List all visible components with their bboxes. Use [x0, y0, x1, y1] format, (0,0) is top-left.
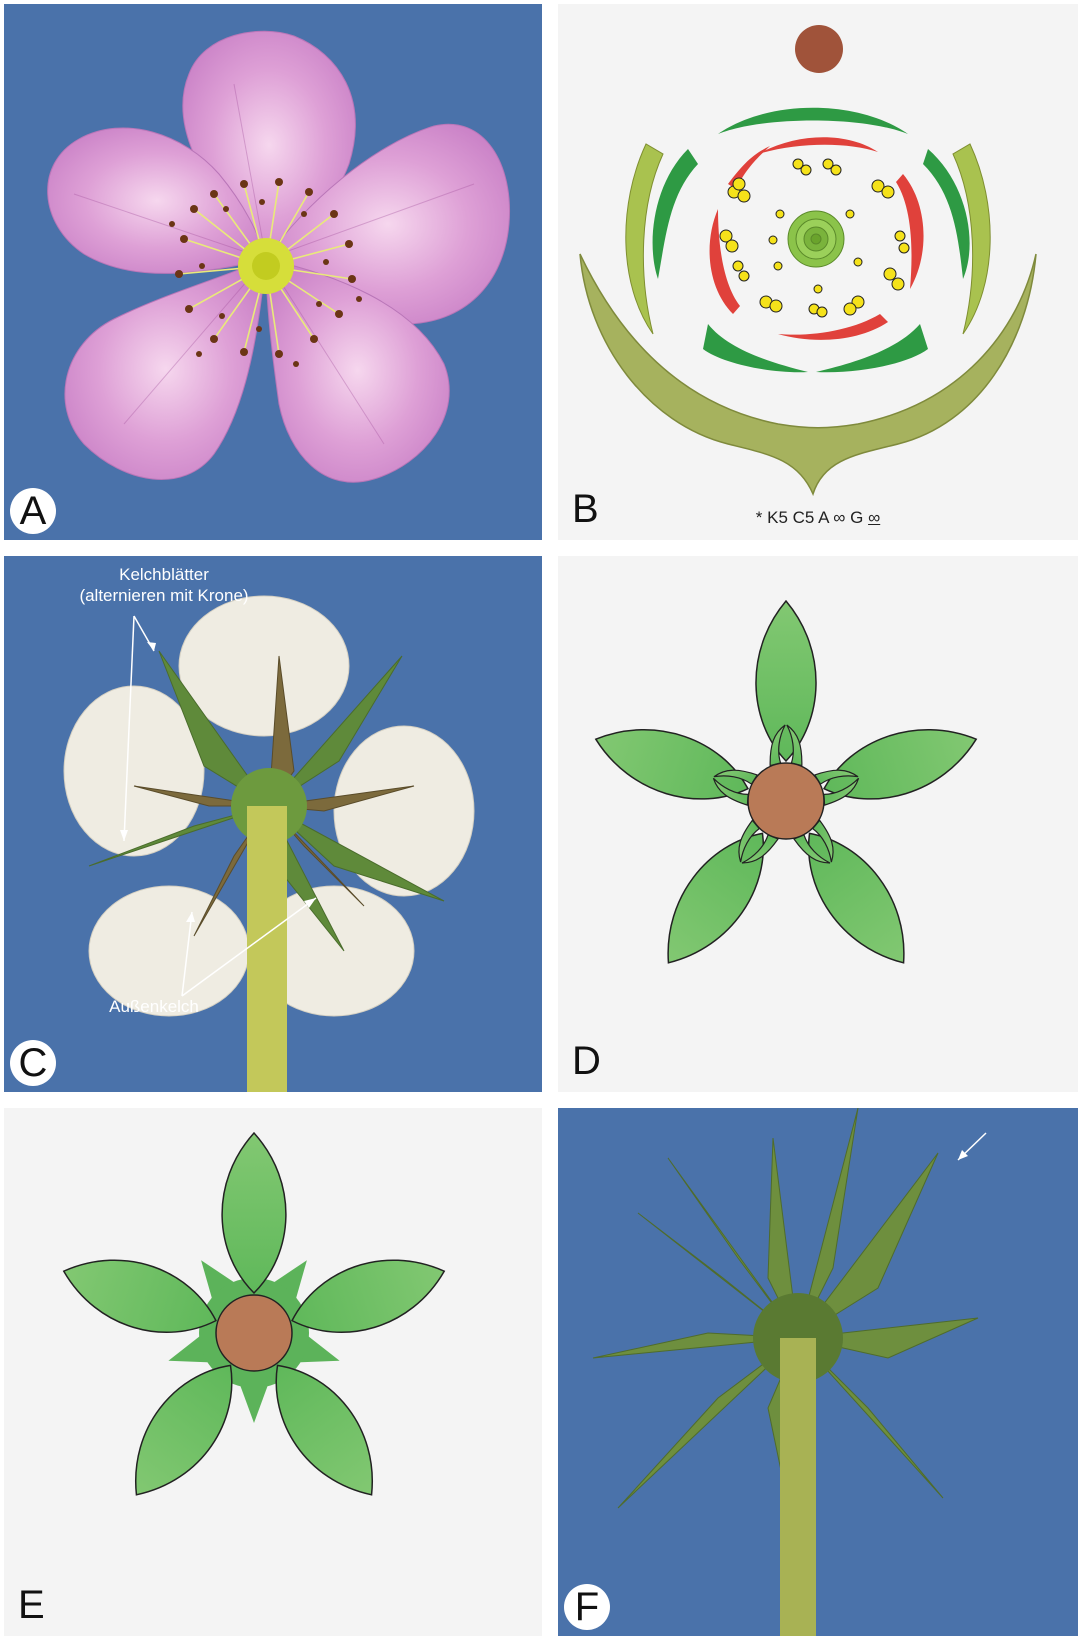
- calyx-photo-illustration: [558, 1108, 1078, 1636]
- flower-back-illustration: [4, 556, 542, 1092]
- gynoecium-superior: ∞: [868, 508, 880, 527]
- panel-label-e: E: [18, 1583, 45, 1628]
- floral-formula-text: * K5 C5 A ∞ G: [756, 508, 868, 527]
- panel-f-calyx-photo: F: [558, 1108, 1078, 1636]
- epicalyx-label: Außenkelch: [94, 996, 214, 1017]
- bract: [580, 254, 1036, 494]
- panel-a-rose-flower: A: [4, 4, 542, 540]
- sepals-label: Kelchblätter: [64, 564, 264, 585]
- receptacle-circle: [748, 763, 824, 839]
- panel-label-a: A: [10, 488, 56, 534]
- panel-label-d: D: [572, 1039, 601, 1084]
- sepals-sublabel: (alternieren mit Krone): [64, 585, 264, 606]
- panel-label-b: B: [572, 487, 599, 532]
- panel-c-flower-back: Kelchblätter (alternieren mit Krone) Auß…: [4, 556, 542, 1092]
- petal-lower-left: [65, 259, 266, 479]
- stalk-f: [780, 1338, 816, 1636]
- rose-flower-illustration: [4, 4, 542, 540]
- axis-circle: [795, 25, 843, 73]
- carpels: [788, 211, 844, 267]
- calyx-epicalyx-diagram: [558, 556, 1078, 1092]
- flower-stalk: [247, 806, 287, 1092]
- panel-label-c: C: [10, 1040, 56, 1086]
- floral-diagram: [558, 4, 1078, 540]
- panel-label-f: F: [564, 1584, 610, 1630]
- panel-d-calyx-diagram: D: [558, 556, 1078, 1092]
- panel-b-floral-diagram: * K5 C5 A ∞ G ∞ B: [558, 4, 1078, 540]
- panel-e-calyx-diagram: E: [4, 1108, 542, 1636]
- sepals-annotation: Kelchblätter (alternieren mit Krone): [64, 564, 264, 606]
- receptacle-circle-e: [216, 1295, 292, 1371]
- calyx-epicalyx-single-diagram: [4, 1108, 542, 1636]
- floral-formula: * K5 C5 A ∞ G ∞: [558, 508, 1078, 528]
